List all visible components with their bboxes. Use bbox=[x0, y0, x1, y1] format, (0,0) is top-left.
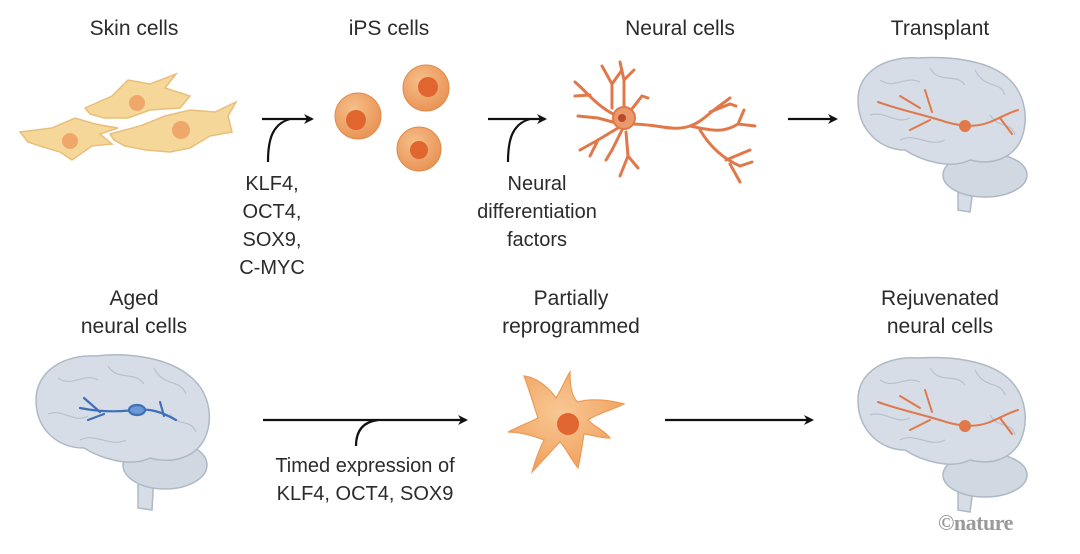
ips-cell-nucleus bbox=[346, 110, 366, 130]
arrow-ips-to-neural bbox=[488, 114, 547, 163]
skin-cells-illustration bbox=[18, 72, 238, 161]
brain-aged-illustration bbox=[35, 354, 211, 511]
cerebrum bbox=[35, 354, 211, 463]
ips-cell-nucleus bbox=[410, 141, 428, 159]
neuron-illustration bbox=[573, 60, 757, 184]
brain-rejuvenated-illustration bbox=[857, 356, 1028, 513]
stage-label-partially-reprogrammed: Partially reprogrammed bbox=[502, 287, 640, 338]
ips-cells-illustration bbox=[334, 64, 450, 172]
partially-reprogrammed-cell-illustration bbox=[507, 370, 626, 475]
stage-label-neural-cells: Neural cells bbox=[625, 17, 735, 40]
skin-cell-nucleus bbox=[172, 121, 190, 139]
stage-label-transplant: Transplant bbox=[890, 17, 990, 40]
timed-expression-label: Timed expression of KLF4, OCT4, SOX9 bbox=[275, 455, 455, 505]
stage-label-skin-cells: Skin cells bbox=[89, 17, 179, 40]
skin-cell-nucleus bbox=[129, 95, 145, 111]
cerebrum bbox=[857, 356, 1026, 465]
skin-cell-nucleus bbox=[62, 133, 78, 149]
arrow-aged-to-partial bbox=[263, 415, 468, 447]
nature-credit: ©nature bbox=[938, 510, 1013, 535]
stage-label-aged-neural-cells: Aged neural cells bbox=[80, 287, 188, 338]
stage-label-rejuvenated-neural-cells: Rejuvenated neural cells bbox=[881, 287, 999, 338]
reprogramming-factors-label: KLF4, OCT4, SOX9, C-MYC bbox=[239, 173, 305, 279]
arrow-skin-to-ips bbox=[262, 114, 314, 163]
brain-transplant-illustration bbox=[857, 56, 1028, 213]
partial-cell-nucleus bbox=[557, 413, 579, 435]
stage-label-ips-cells: iPS cells bbox=[348, 17, 430, 40]
ips-cell-nucleus bbox=[418, 77, 438, 97]
cerebrum bbox=[857, 56, 1026, 165]
neural-differentiation-factors-label: Neural differentiation factors bbox=[477, 173, 597, 251]
